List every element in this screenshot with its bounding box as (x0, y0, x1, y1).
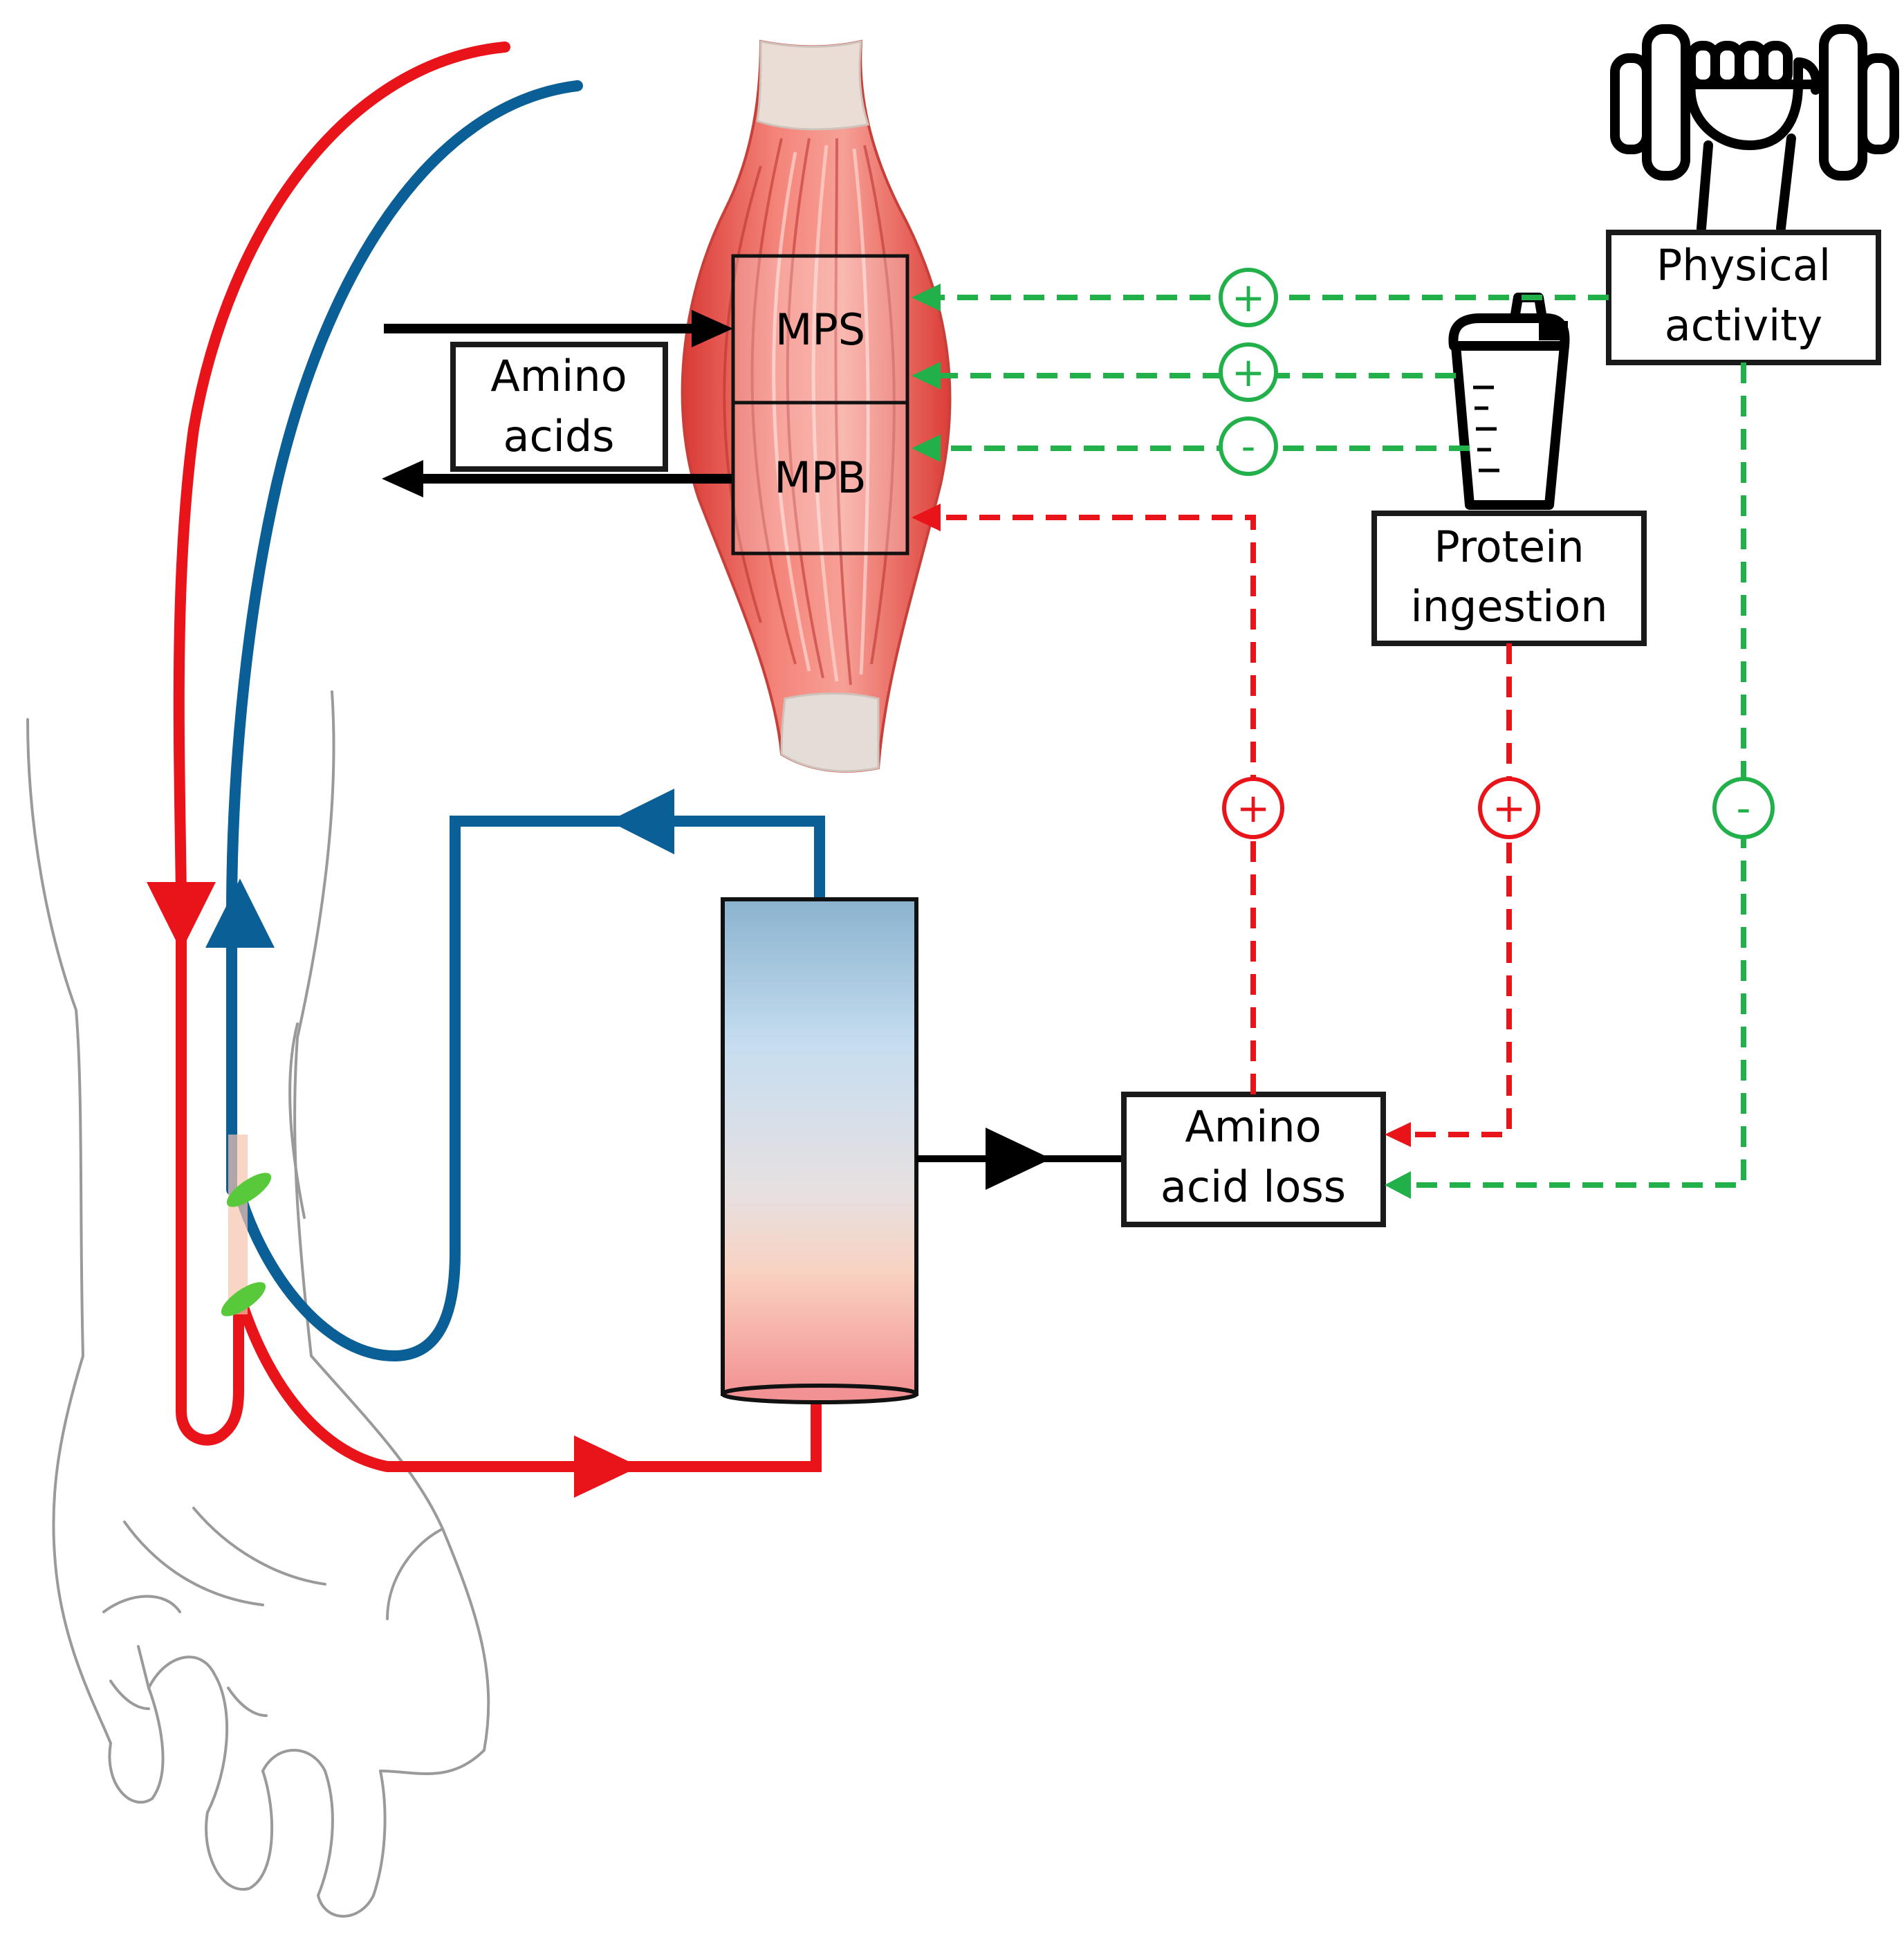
effect-sign-protein-loss: + (1478, 777, 1540, 839)
sign-label: + (1237, 784, 1270, 832)
physical-activity-label-line1: Physical (1656, 240, 1831, 291)
protein-shaker-icon (1448, 293, 1570, 510)
sign-label: + (1492, 784, 1526, 832)
protein-ingestion-label-line1: Protein (1434, 522, 1584, 572)
effect-sign-activity-mps: + (1219, 268, 1278, 327)
amino-acid-arrows (382, 310, 733, 497)
sign-label: + (1232, 274, 1266, 321)
amino-acid-loss-label-line2: acid loss (1161, 1162, 1346, 1212)
protein-ingestion-box: Protein ingestion (1371, 511, 1647, 646)
effect-sign-protein-mps: + (1219, 342, 1278, 402)
physical-activity-label-line2: activity (1665, 300, 1823, 351)
amino-acid-loss-label-line1: Amino (1185, 1101, 1321, 1152)
sign-label: - (1241, 423, 1256, 470)
effect-sign-protein-mpb: - (1219, 416, 1278, 476)
effect-sign-loss-mpb: + (1222, 777, 1284, 839)
forearm-hand-outline (26, 690, 490, 1918)
sign-label: + (1232, 349, 1266, 396)
amino-acids-label-line2: acids (503, 411, 615, 461)
sign-label: - (1737, 784, 1751, 832)
mpb-box: MPB (731, 401, 909, 556)
blood-lines (147, 42, 825, 1498)
effect-sign-activity-loss: - (1712, 777, 1775, 839)
filter-to-loss-arrow (916, 1128, 1124, 1190)
dumbbell-hand-icon (1610, 24, 1899, 233)
dialysis-filter-cylinder (721, 897, 918, 1404)
mps-label: MPS (775, 304, 865, 355)
muscle-illustration (681, 39, 952, 773)
physical-activity-box: Physical activity (1606, 230, 1881, 365)
mpb-label: MPB (774, 452, 866, 503)
amino-acids-box: Amino acids (450, 342, 668, 472)
mps-box: MPS (731, 254, 909, 405)
protein-ingestion-label-line2: ingestion (1410, 581, 1607, 632)
regulation-lines (912, 284, 1746, 1199)
amino-acids-label-line1: Amino (490, 351, 627, 401)
amino-acid-loss-box: Amino acid loss (1121, 1092, 1386, 1227)
